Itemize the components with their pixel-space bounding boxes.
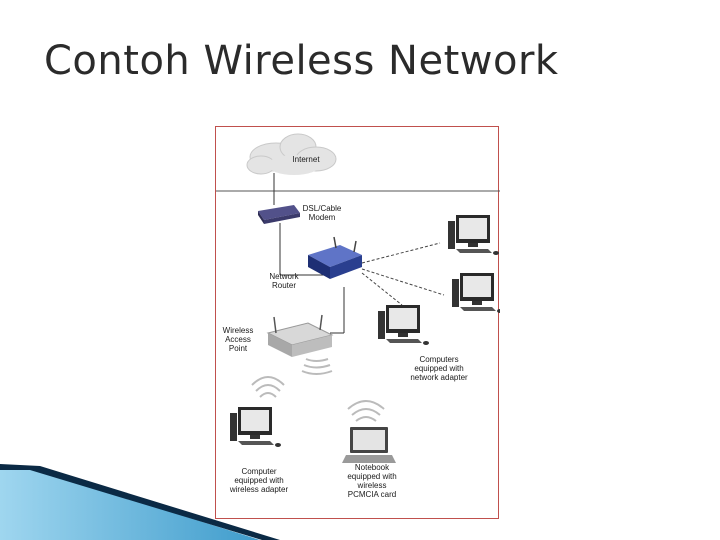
- router-pc3-link: [362, 273, 402, 305]
- modem-label-line2: Modem: [300, 213, 344, 222]
- wired-computers-label: Computers equipped with network adapter: [402, 355, 476, 382]
- notebook-icon: [342, 427, 396, 463]
- router-pc2-link: [362, 269, 444, 295]
- access-point-label: Wireless Access Point: [218, 326, 258, 353]
- internet-label: Internet: [276, 155, 336, 164]
- slide-title: Contoh Wireless Network: [44, 38, 559, 84]
- wireless-signal-icon: [252, 377, 284, 397]
- decorative-wave: [0, 460, 720, 540]
- access-point-icon: [268, 315, 332, 374]
- router-label: Network Router: [262, 272, 306, 290]
- wired-label-line2: equipped with: [402, 364, 476, 373]
- ap-label-line2: Access: [218, 335, 258, 344]
- wireless-computer-icon: [230, 407, 281, 447]
- router-icon: [308, 237, 362, 279]
- router-label-line1: Network: [262, 272, 306, 281]
- modem-label: DSL/Cable Modem: [300, 204, 344, 222]
- wireless-signal-icon: [348, 401, 384, 421]
- ap-label-line1: Wireless: [218, 326, 258, 335]
- wired-computer-2-icon: [452, 273, 500, 313]
- modem-label-line1: DSL/Cable: [300, 204, 344, 213]
- router-pc1-link: [362, 243, 440, 263]
- wired-computer-3-icon: [378, 305, 429, 345]
- wired-computer-1-icon: [448, 215, 499, 255]
- router-label-line2: Router: [262, 281, 306, 290]
- ap-label-line3: Point: [218, 344, 258, 353]
- wired-label-line3: network adapter: [402, 373, 476, 382]
- modem-icon: [258, 205, 300, 224]
- wired-label-line1: Computers: [402, 355, 476, 364]
